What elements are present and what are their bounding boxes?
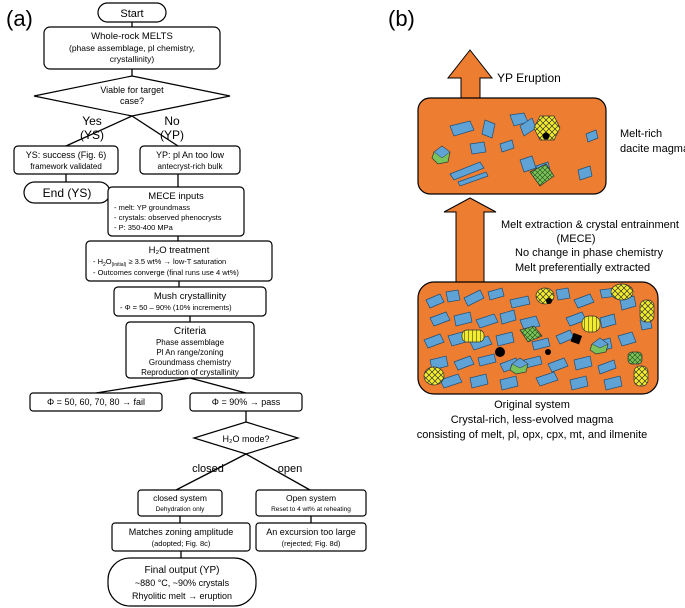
mece-inputs-title: MECE inputs (148, 191, 204, 202)
criteria-item-phase: Phase assemblage (156, 338, 225, 347)
mece-label-line2: (MECE) (556, 233, 595, 245)
mush-item: - Φ = 50 – 90% (10% increments) (120, 303, 232, 312)
eruption-label: YP Eruption (497, 71, 561, 85)
lower-crystals (423, 283, 655, 391)
open-system-detail: Reset to 4 wt% at reheating (271, 506, 351, 513)
arrow-to-fail (95, 377, 191, 394)
ys-line1: YS: success (Fig. 6) (26, 150, 107, 160)
mece-label-line3: No change in phase chemistry (515, 247, 663, 259)
whole-rock-line3: crystallinity) (110, 54, 155, 64)
mece-inputs-box (107, 186, 245, 237)
h2o-treatment-item1: - H2O(initial) ≥ 3.5 wt% → low-T saturat… (93, 257, 226, 268)
yes-label: Yes (82, 114, 102, 128)
closed-label: closed (192, 463, 224, 475)
fail-box (29, 392, 163, 412)
mece-input-melt: - melt: YP groundmass (114, 203, 190, 212)
no-sub-label: (YP) (160, 128, 184, 142)
mece-input-pressure: - P: 350-400 MPa (114, 223, 174, 232)
matches-line2: (adopted; Fig. 8c) (152, 539, 211, 548)
excursion-line2: (rejected; Fig. 8d) (282, 539, 341, 548)
no-label: No (164, 114, 180, 128)
final-output-line2: ~880 °C, ~90% crystals (135, 578, 230, 588)
panel-b-schematic: (b) YP Eruption Melt-rich dacite magma (388, 6, 685, 441)
decision-line1: Viable for target (100, 85, 164, 95)
arrow-yes-branch (65, 115, 133, 147)
decision-line2: case? (120, 96, 144, 106)
criteria-item-reproduction: Reproduction of crystallinity (141, 368, 239, 377)
excursion-box (255, 522, 367, 552)
h2o-treatment-title: H₂O treatment (149, 245, 210, 256)
excursion-line1: An excursion too large (266, 527, 356, 537)
panel-b-label: (b) (388, 6, 415, 31)
mece-arrow (443, 197, 497, 291)
end-ys-text: End (YS) (43, 186, 92, 200)
fail-text: Φ = 50, 60, 70, 80 → fail (47, 397, 145, 407)
criteria-item-pl: Pl An range/zoning (156, 348, 223, 357)
whole-rock-line2: (phase assemblage, pl chemistry, (69, 43, 195, 53)
yp-line1: YP: pl An too low (156, 150, 225, 160)
eruption-arrow (446, 49, 494, 99)
panel-a-flowchart: (a) Start Whole-rock MELTS (phase assemb… (6, 2, 367, 607)
arrow-closed-branch (175, 453, 247, 491)
original-system-title: Original system (494, 399, 570, 411)
yp-line2: antecryst-rich bulk (158, 162, 224, 171)
final-output-title: Final output (YP) (144, 565, 219, 576)
open-label: open (278, 463, 302, 475)
h2o-treatment-item2: - Outcomes converge (final runs use 4 wt… (93, 268, 239, 277)
start-text: Start (120, 8, 143, 20)
final-output-terminal (107, 557, 257, 607)
original-system-line2: Crystal-rich, less-evolved magma (451, 414, 614, 426)
criteria-item-groundmass: Groundmass chemistry (149, 358, 231, 367)
arrow-no-branch (131, 115, 179, 147)
upper-crystals (431, 112, 599, 187)
panel-a-label: (a) (6, 6, 33, 31)
closed-system-detail: Dehydration only (156, 506, 206, 513)
mush-title: Mush crystallinity (154, 291, 227, 302)
h2o-mode-text: H₂O mode? (222, 434, 269, 444)
pass-text: Φ = 90% → pass (212, 397, 281, 407)
yes-sub-label: (YS) (80, 128, 104, 142)
arrow-to-pass (189, 377, 247, 394)
original-system-line3: consisting of melt, pl, opx, cpx, mt, an… (417, 429, 648, 441)
melt-rich-label-line1: Melt-rich (620, 128, 662, 140)
arrow-open-branch (245, 453, 311, 491)
mece-label-line4: Melt preferentially extracted (515, 262, 650, 274)
criteria-title: Criteria (174, 326, 207, 337)
mece-input-crystals: - crystals: observed phenocrysts (114, 213, 222, 222)
whole-rock-title: Whole-rock MELTS (91, 31, 173, 42)
mece-label-line1: Melt extraction & crystal entrainment (501, 219, 679, 231)
matches-line1: Matches zoning amplitude (129, 527, 234, 537)
ys-line2: framework validated (30, 162, 102, 171)
open-system-title: Open system (286, 493, 336, 503)
final-output-line3: Rhyolitic melt → eruption (132, 591, 232, 601)
closed-system-title: closed system (153, 493, 207, 503)
yp-box (139, 145, 241, 175)
melt-rich-label-line2: dacite magma (620, 143, 685, 155)
